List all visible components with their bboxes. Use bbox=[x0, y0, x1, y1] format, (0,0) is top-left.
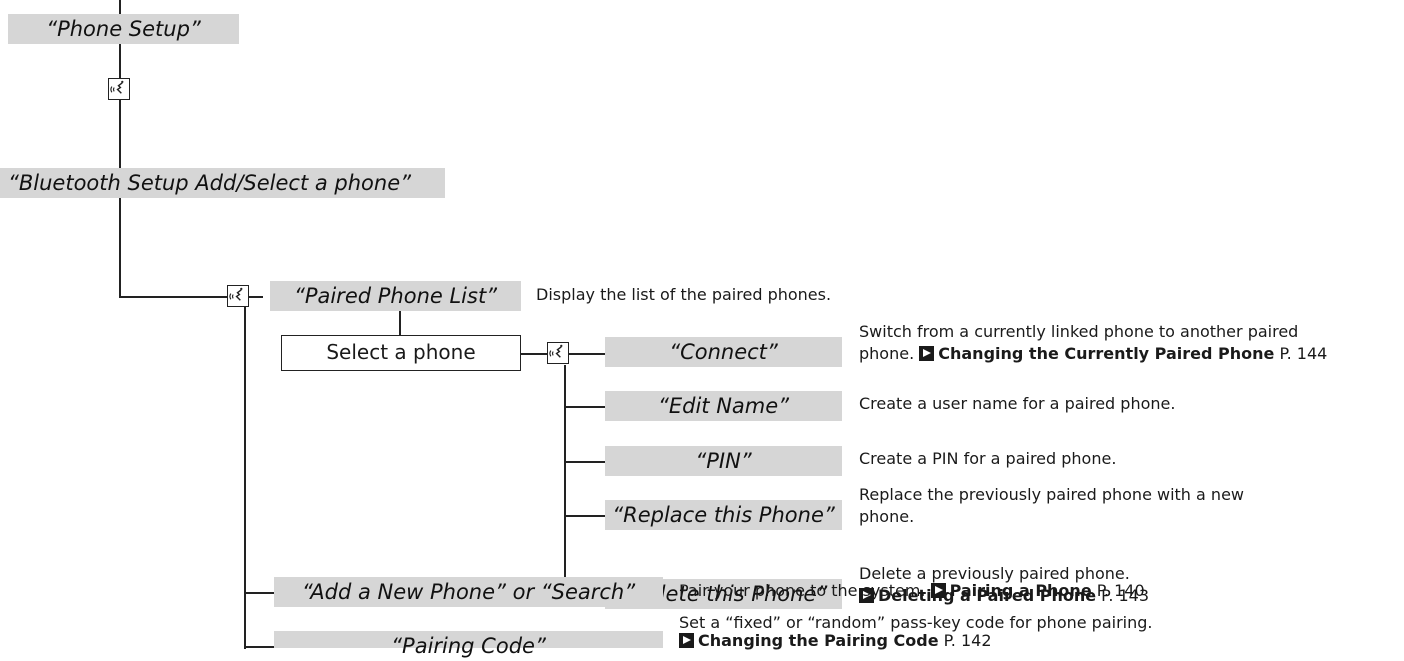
command-replace-this-phone: “Replace this Phone” bbox=[605, 500, 842, 530]
connector bbox=[564, 406, 605, 408]
command-phone-setup: “Phone Setup” bbox=[8, 14, 239, 44]
description-delete-line1: Delete a previously paired phone. bbox=[859, 564, 1130, 583]
reference-arrow-icon bbox=[930, 583, 946, 598]
command-bluetooth-setup: “Bluetooth Setup Add/Select a phone” bbox=[0, 168, 445, 198]
command-add-new-phone: “Add a New Phone” or “Search” bbox=[274, 577, 663, 607]
description-edit-name: Create a user name for a paired phone. bbox=[859, 394, 1176, 413]
description-replace-line2: phone. bbox=[859, 507, 915, 526]
connector bbox=[249, 296, 263, 298]
connector bbox=[564, 461, 605, 463]
description-connect-line2: phone. Changing the Currently Paired Pho… bbox=[859, 343, 1327, 365]
link-changing-pairing-code[interactable]: Changing the Pairing Code bbox=[698, 631, 939, 650]
command-pin: “PIN” bbox=[605, 446, 842, 476]
connector bbox=[119, 198, 121, 297]
description-connect-line1: Switch from a currently linked phone to … bbox=[859, 322, 1299, 341]
connector bbox=[244, 646, 274, 648]
select-a-phone-box: Select a phone bbox=[281, 335, 521, 371]
voice-command-icon bbox=[108, 78, 130, 100]
connector bbox=[564, 365, 566, 595]
description-connect: Switch from a currently linked phone to … bbox=[859, 321, 1327, 365]
connector bbox=[119, 0, 121, 14]
page-ref: P. 144 bbox=[1279, 344, 1328, 363]
description-add-prefix: Pair your phone to the system. bbox=[679, 581, 926, 600]
description-pairing-code: Set a “fixed” or “random” pass-key code … bbox=[679, 612, 1153, 652]
connector bbox=[521, 353, 547, 355]
connector bbox=[244, 307, 246, 649]
description-pairing-line1: Set a “fixed” or “random” pass-key code … bbox=[679, 613, 1153, 632]
voice-command-icon bbox=[227, 285, 249, 307]
description-paired-phone-list: Display the list of the paired phones. bbox=[536, 285, 832, 304]
page-ref: P. 140 bbox=[1096, 581, 1145, 600]
connector bbox=[119, 44, 121, 168]
description-connect-prefix: phone. bbox=[859, 344, 915, 363]
connector bbox=[244, 592, 274, 594]
description-replace: Replace the previously paired phone with… bbox=[859, 484, 1244, 528]
page-ref: P. 142 bbox=[943, 631, 992, 650]
connector bbox=[564, 515, 605, 517]
command-edit-name: “Edit Name” bbox=[605, 391, 842, 421]
voice-command-icon bbox=[547, 342, 569, 364]
connector bbox=[569, 353, 605, 355]
reference-arrow-icon bbox=[859, 588, 874, 603]
page-ref: P. 143 bbox=[1101, 586, 1150, 605]
link-pairing-a-phone[interactable]: Pairing a Phone bbox=[949, 581, 1092, 600]
link-changing-currently-paired-phone[interactable]: Changing the Currently Paired Phone bbox=[938, 344, 1275, 363]
reference-arrow-icon bbox=[919, 346, 935, 361]
description-replace-line1: Replace the previously paired phone with… bbox=[859, 485, 1244, 504]
connector bbox=[399, 311, 401, 335]
connector bbox=[119, 296, 227, 298]
description-pin: Create a PIN for a paired phone. bbox=[859, 449, 1117, 468]
command-paired-phone-list: “Paired Phone List” bbox=[270, 281, 521, 311]
description-add-new-phone: Pair your phone to the system. Pairing a… bbox=[679, 580, 1145, 602]
command-connect: “Connect” bbox=[605, 337, 842, 367]
reference-arrow-icon bbox=[679, 633, 694, 648]
description-pairing-line2: Changing the Pairing Code P. 142 bbox=[679, 630, 1153, 652]
description-delete: Delete a previously paired phone. Deleti… bbox=[859, 563, 1149, 607]
command-pairing-code: “Pairing Code” bbox=[274, 631, 663, 658]
